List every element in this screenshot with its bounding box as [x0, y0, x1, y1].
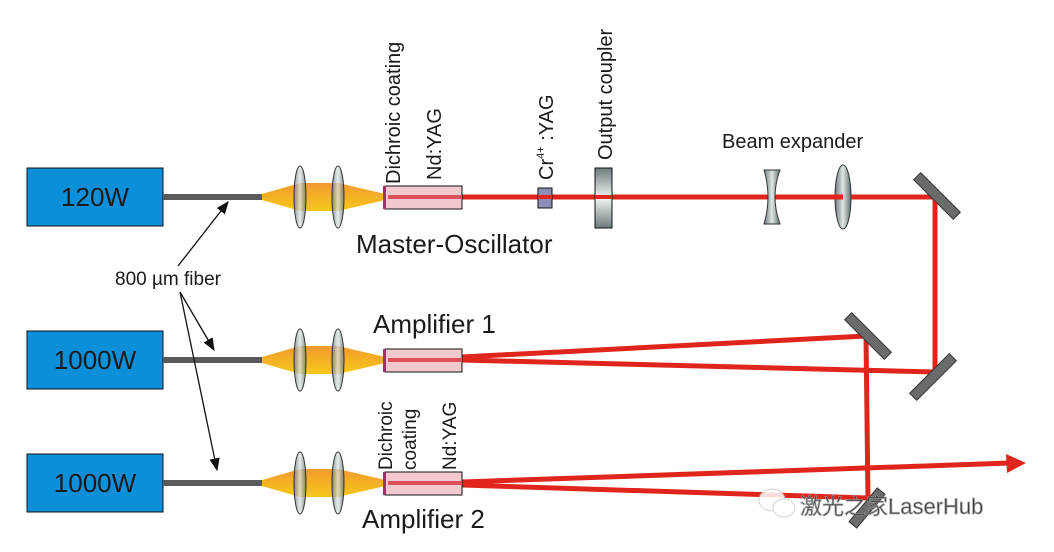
mirror-4 — [848, 487, 886, 529]
focusing-lens — [293, 451, 307, 515]
cr-yag-label: Cr4+ :YAG — [535, 94, 558, 180]
fiber-label: 800 µm fiber — [115, 269, 222, 290]
mirror-3 — [843, 311, 893, 361]
watermark: 激光之家LaserHub — [758, 488, 984, 519]
output-coupler-label: Output coupler — [595, 28, 617, 160]
svg-text:激光之家LaserHub: 激光之家LaserHub — [800, 494, 983, 519]
amp2-nd-yag-label: Nd:YAG — [440, 402, 461, 470]
focusing-lens — [293, 165, 307, 229]
pump-power-label: 120W — [61, 182, 129, 212]
pump-row-1: 120W — [26, 165, 463, 229]
focusing-lens — [331, 451, 345, 515]
pump-source-box — [26, 330, 164, 390]
pump-power-label: 1000W — [54, 345, 137, 375]
focusing-lens — [331, 328, 345, 392]
focusing-lens — [293, 328, 307, 392]
master-oscillator-title: Master-Oscillator — [356, 229, 553, 259]
pump-beam — [262, 183, 385, 211]
amplifier-1-title: Amplifier 1 — [373, 309, 496, 339]
pump-beam — [262, 469, 385, 497]
dichroic-coating-label: Dichroic coating — [383, 42, 405, 184]
mirror-1 — [912, 171, 962, 221]
pump-row-3: 1000W — [26, 451, 463, 515]
amp2-dichroic-label-line2: coating — [400, 409, 421, 470]
amp2-dichroic-label-line1: Dichroic — [376, 401, 397, 470]
beam-expander-concave-lens — [763, 169, 781, 225]
pump-power-label: 1000W — [54, 468, 137, 498]
pump-beam — [262, 346, 385, 374]
dichroic-coating — [383, 349, 386, 372]
beam-expander-label: Beam expander — [722, 131, 864, 153]
pump-source-box — [26, 167, 164, 227]
laser-beam — [461, 194, 1011, 501]
fiber-arrows — [177, 200, 229, 472]
amplifier-2-title: Amplifier 2 — [362, 504, 485, 534]
output-arrowhead — [1006, 454, 1026, 473]
pump-source-box — [26, 453, 164, 513]
focusing-lens — [331, 165, 345, 229]
nd-yag-label: Nd:YAG — [424, 108, 446, 180]
mirror-2 — [908, 352, 958, 402]
dichroic-coating — [383, 472, 386, 495]
mirrors — [843, 171, 962, 529]
pump-row-2: 1000W — [26, 328, 463, 392]
dichroic-coating — [383, 186, 386, 209]
